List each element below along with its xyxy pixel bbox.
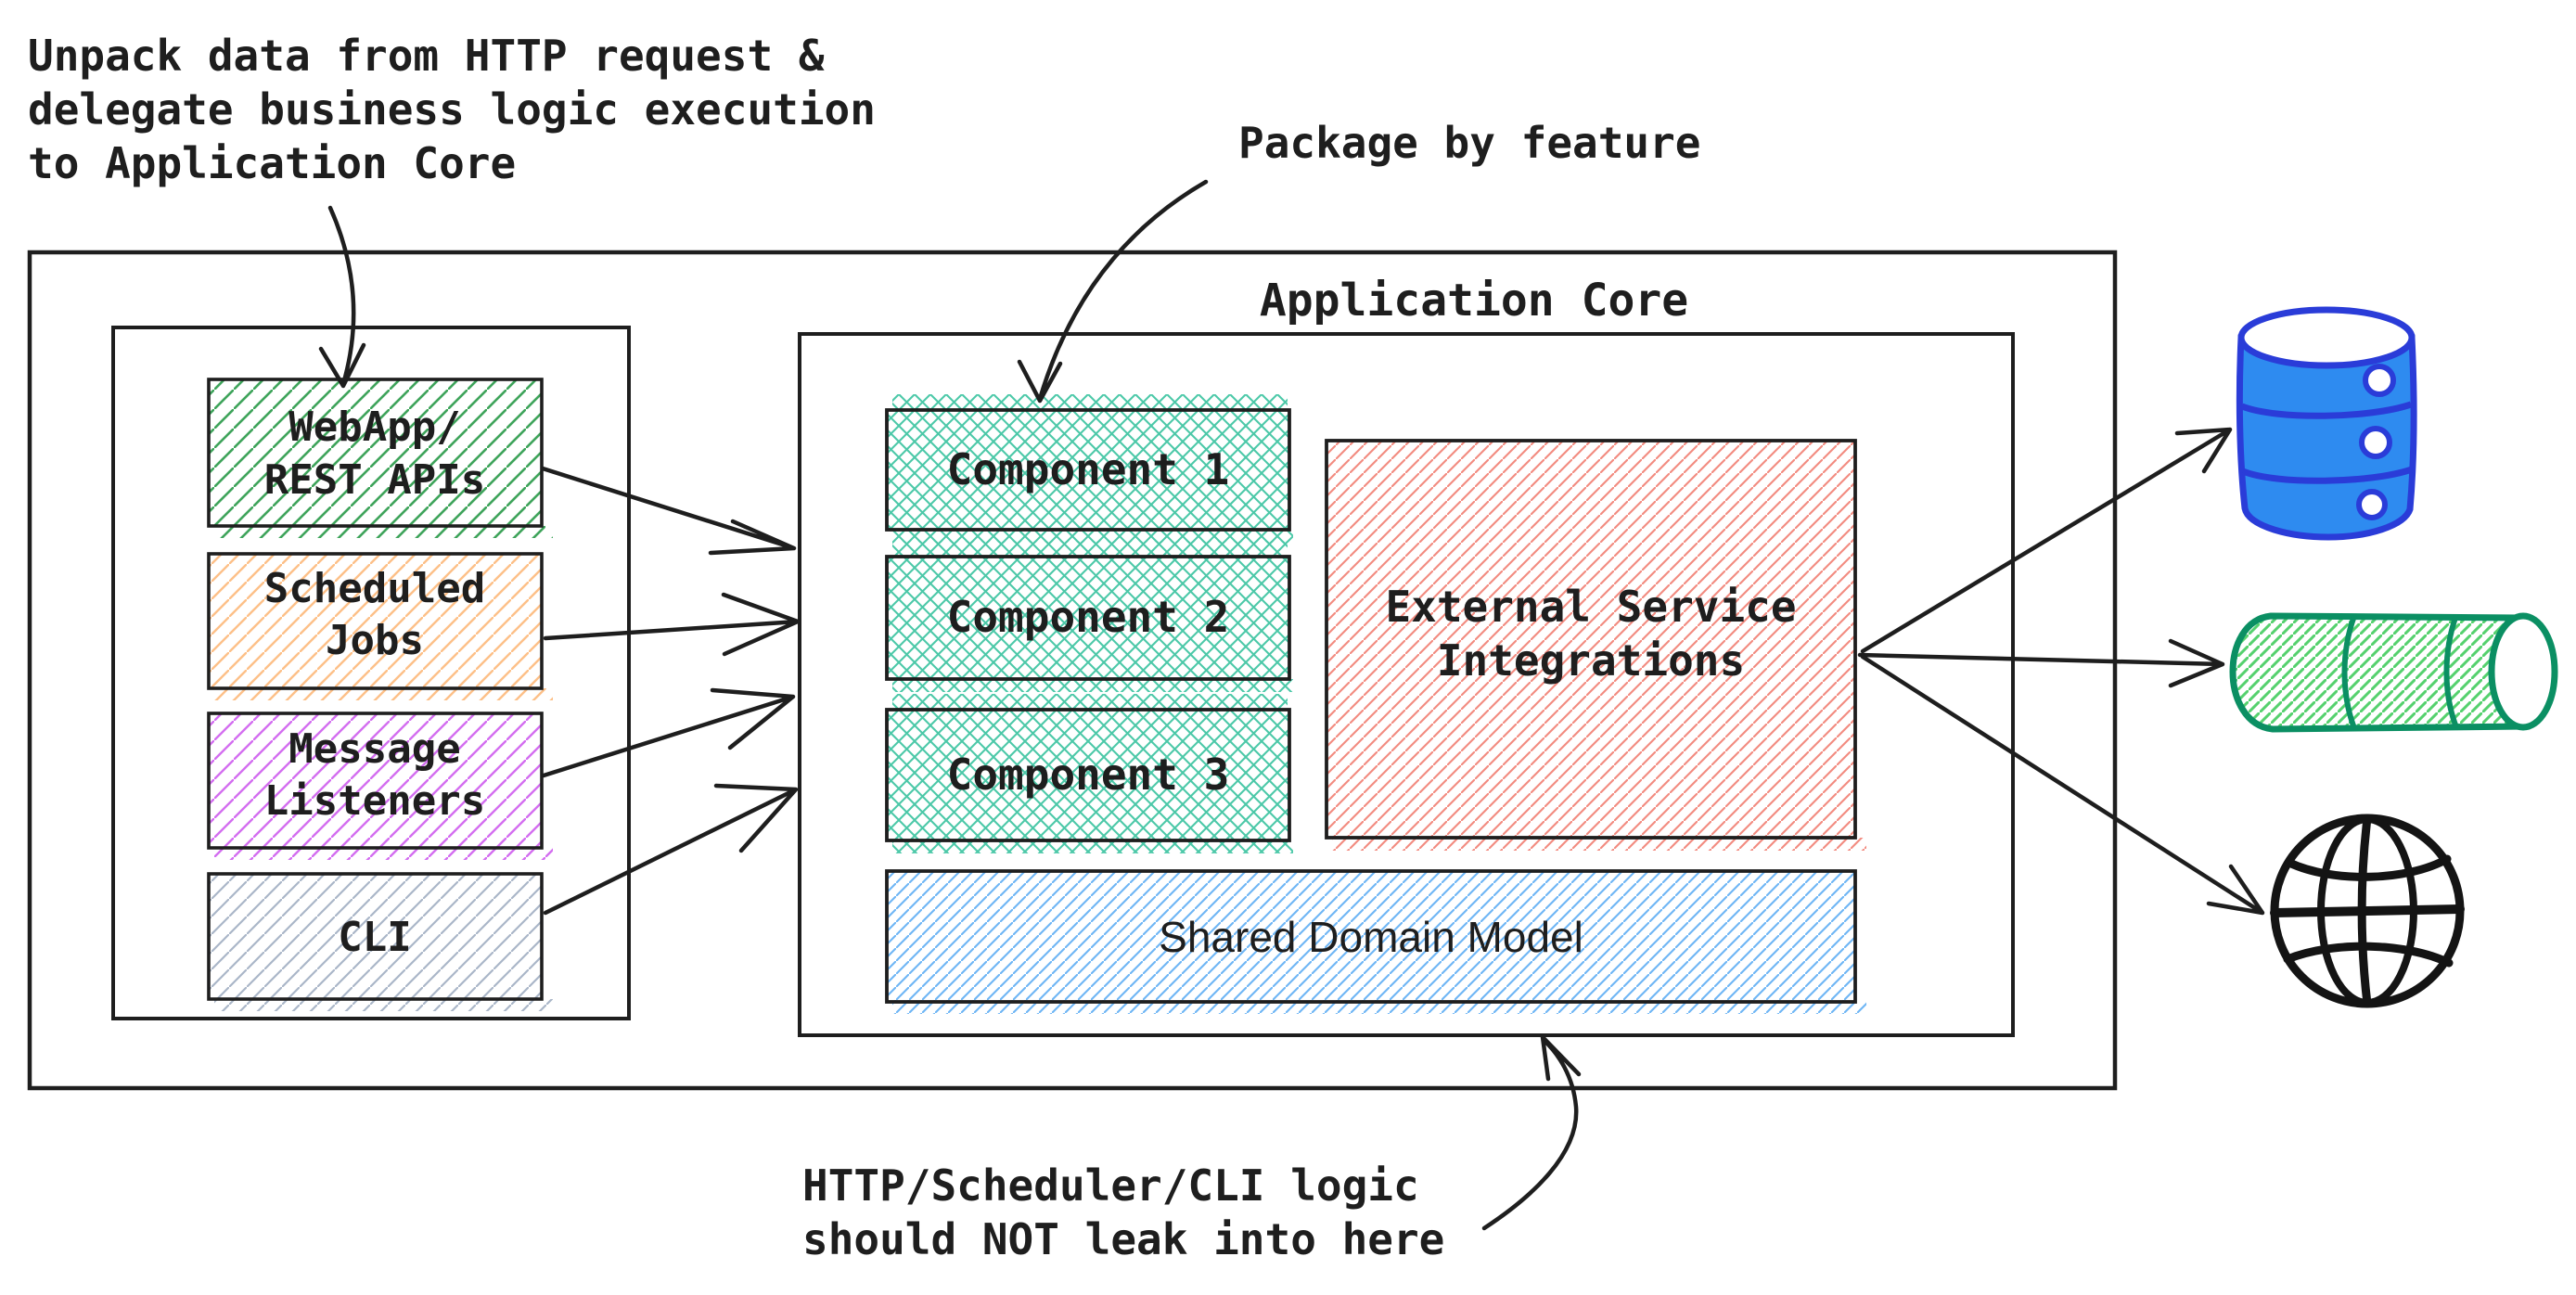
component-2-box: Component 2 [885, 541, 1293, 692]
database-icon [2236, 306, 2417, 541]
esi-label-1: External Service [1385, 582, 1796, 632]
entrypoint-scheduled-jobs-box: Scheduled Jobs [207, 552, 553, 700]
outer-system-boundary [27, 250, 2118, 1091]
annotation-unpack-line-1: Unpack data from HTTP request & [28, 31, 825, 81]
entrypoint-message-listeners-box: Message Listeners [207, 712, 553, 860]
application-core-box [798, 332, 2015, 1037]
entrypoint-scheduled-label-1: Scheduled [264, 565, 485, 612]
entrypoint-webapp-label-1: WebApp/ [288, 404, 460, 451]
component-2-label: Component 2 [947, 592, 1230, 642]
entrypoint-message-label-2: Listeners [264, 777, 485, 825]
entrypoint-webapp-box: WebApp/ REST APIs [207, 378, 553, 538]
entrypoint-cli-label: CLI [338, 914, 411, 961]
arrow-webapp-to-core [540, 466, 797, 556]
annotation-leak-line-2: should NOT leak into here [802, 1214, 1444, 1264]
entrypoint-message-label-1: Message [288, 725, 460, 773]
shared-domain-model-box: Shared Domain Model [885, 869, 1866, 1014]
arrow-package-to-component1 [1017, 179, 1209, 404]
shared-domain-model-label: Shared Domain Model [1159, 913, 1583, 961]
arrow-unpack-to-webapp [318, 205, 366, 389]
annotation-unpack-line-3: to Application Core [28, 138, 516, 188]
arrow-esi-to-queue [1857, 638, 2225, 688]
arrow-message-to-core [541, 687, 796, 778]
arrow-leak-to-core [1481, 1034, 1582, 1231]
annotation-leak-text: HTTP/Scheduler/CLI logic should NOT leak… [802, 1160, 1444, 1264]
annotation-unpack-text: Unpack data from HTTP request & delegate… [28, 31, 876, 188]
annotation-leak-line-1: HTTP/Scheduler/CLI logic [802, 1160, 1419, 1211]
arrow-scheduled-to-core [543, 592, 801, 657]
component-1-box: Component 1 [885, 394, 1293, 543]
annotation-package-by-feature: Package by feature [1238, 118, 1701, 168]
entrypoints-group-box [111, 326, 631, 1020]
internet-globe-icon [2270, 814, 2465, 1008]
entrypoint-scheduled-label-2: Jobs [326, 617, 424, 664]
entrypoint-webapp-label-2: REST APIs [264, 456, 485, 504]
entrypoint-cli-box: CLI [207, 872, 553, 1011]
external-service-integrations-box: External Service Integrations [1325, 439, 1866, 851]
message-queue-icon [2229, 612, 2558, 733]
component-3-box: Component 3 [885, 694, 1293, 853]
application-core-title: Application Core [1260, 275, 1688, 327]
component-1-label: Component 1 [947, 444, 1230, 494]
arrow-esi-to-database [1860, 427, 2233, 654]
annotation-unpack-line-2: delegate business logic execution [28, 84, 876, 135]
arrow-esi-to-internet [1860, 654, 2265, 916]
esi-label-2: Integrations [1437, 635, 1745, 686]
arrow-cli-to-core [543, 783, 799, 916]
component-3-label: Component 3 [947, 750, 1230, 800]
